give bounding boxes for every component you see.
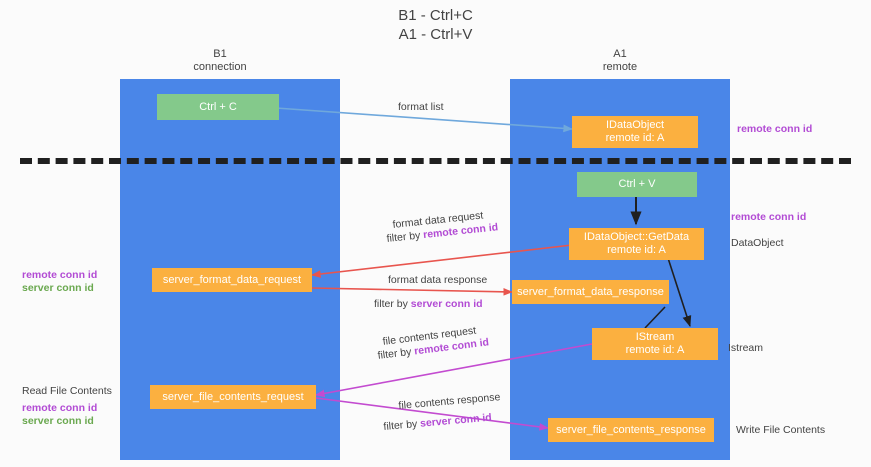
box-server-file-contents-request[interactable]: server_file_contents_request — [150, 385, 316, 409]
box-istream[interactable]: IStream remote id: A — [592, 328, 718, 360]
note-right-write-file-contents: Write File Contents — [736, 424, 826, 436]
note-right-top-remote-conn-id: remote conn id — [737, 123, 813, 135]
diagram-title: B1 - Ctrl+C A1 - Ctrl+V — [0, 6, 871, 44]
box-idataobject[interactable]: IDataObject remote id: A — [572, 116, 698, 148]
note-left-read-file-contents: Read File Contents — [22, 385, 112, 397]
box-getdata-label: IDataObject::GetData — [583, 231, 690, 243]
lane-header-b1-role: connection — [193, 61, 247, 73]
box-server-file-contents-response[interactable]: server_file_contents_response — [548, 418, 714, 442]
arrow-format-data-response — [311, 287, 513, 296]
box-istream-sub: remote id: A — [625, 344, 685, 356]
arrow-file-contents-request — [315, 343, 593, 398]
note-left-remote-conn-id: remote conn id — [22, 269, 98, 281]
box-ctrl-c[interactable]: Ctrl + C — [157, 94, 279, 120]
box-idataobject-getdata[interactable]: IDataObject::GetData remote id: A — [569, 228, 704, 260]
note-left-server-conn-id: server conn id — [22, 282, 94, 294]
phase-divider — [20, 158, 851, 164]
box-server-file-contents-response-label: server_file_contents_response — [556, 423, 706, 436]
arrow-format-list — [275, 107, 573, 133]
box-server-format-data-response[interactable]: server_format_data_response — [512, 280, 669, 304]
label-format-data-response: format data response — [388, 274, 488, 286]
box-server-format-data-request[interactable]: server_format_data_request — [152, 268, 312, 292]
box-server-format-data-request-label: server_format_data_request — [162, 273, 302, 286]
arrow-response-to-istream — [644, 306, 666, 329]
box-istream-label: IStream — [635, 331, 675, 343]
note-left-bottom-server-conn-id: server conn id — [22, 415, 94, 427]
arrow-format-data-request — [311, 244, 573, 278]
lane-header-b1-name: B1 — [213, 48, 227, 60]
box-getdata-sub: remote id: A — [607, 244, 666, 256]
box-idataobject-label: IDataObject — [605, 119, 665, 131]
note-right-mid-remote-conn-id: remote conn id — [731, 211, 807, 223]
diagram-title-line1: B1 - Ctrl+C — [398, 7, 473, 24]
box-server-file-contents-request-label: server_file_contents_request — [162, 390, 304, 403]
box-idataobject-sub: remote id: A — [605, 132, 665, 144]
box-ctrl-v-label: Ctrl + V — [618, 178, 656, 190]
lane-header-a1: A1 remote — [540, 48, 700, 74]
arrow-file-contents-response — [315, 397, 549, 431]
note-left-bottom-remote-conn-id: remote conn id — [22, 402, 98, 414]
arrow-getdata-to-istream — [667, 257, 692, 328]
box-ctrl-v[interactable]: Ctrl + V — [577, 172, 697, 197]
note-right-dataobject: DataObject — [731, 237, 784, 249]
label-file-contents-response-filter-prefix: filter by — [383, 417, 421, 433]
label-format-data-response-filter: filter by server conn id — [374, 298, 483, 311]
lane-header-a1-name: A1 — [613, 48, 627, 60]
label-format-data-request-filter-prefix: filter by — [386, 229, 424, 245]
box-ctrl-c-label: Ctrl + C — [199, 100, 237, 113]
box-server-format-data-response-label: server_format_data_response — [517, 285, 664, 298]
note-right-istream: Istream — [728, 342, 764, 354]
label-format-data-response-filter-prefix: filter by — [374, 298, 411, 310]
lane-header-a1-role: remote — [602, 61, 638, 73]
label-format-data-response-filter-key: server conn id — [410, 298, 483, 310]
diagram-title-line2: A1 - Ctrl+V — [398, 26, 473, 43]
label-format-list: format list — [398, 101, 444, 113]
lane-header-b1: B1 connection — [140, 48, 300, 74]
